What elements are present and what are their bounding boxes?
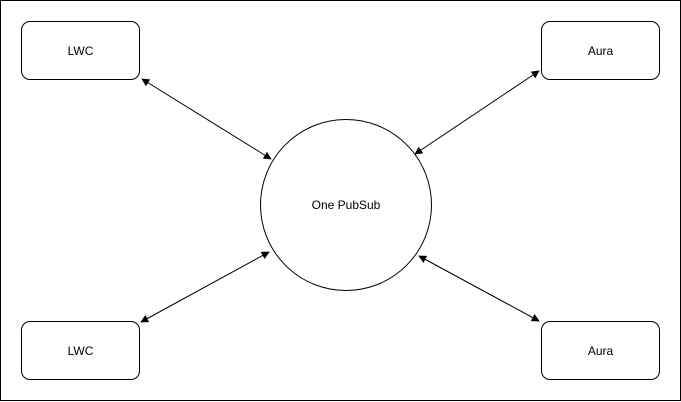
hub-label: One PubSub bbox=[311, 198, 381, 212]
connector-top-right-to-hub bbox=[414, 70, 540, 155]
lwc-node-bottom-left: LWC bbox=[21, 321, 140, 380]
node-label: LWC bbox=[67, 343, 94, 358]
node-label: Aura bbox=[587, 43, 614, 58]
connector-bottom-left-to-hub bbox=[140, 251, 270, 323]
connector-bottom-right-to-hub bbox=[418, 255, 540, 322]
lwc-node-top-left: LWC bbox=[21, 21, 140, 80]
connector-top-left-to-hub bbox=[141, 78, 272, 160]
aura-node-bottom-right: Aura bbox=[541, 321, 660, 380]
node-label: Aura bbox=[587, 343, 614, 358]
aura-node-top-right: Aura bbox=[541, 21, 660, 80]
node-label: LWC bbox=[67, 43, 94, 58]
pubsub-hub-circle: One PubSub bbox=[260, 119, 432, 291]
